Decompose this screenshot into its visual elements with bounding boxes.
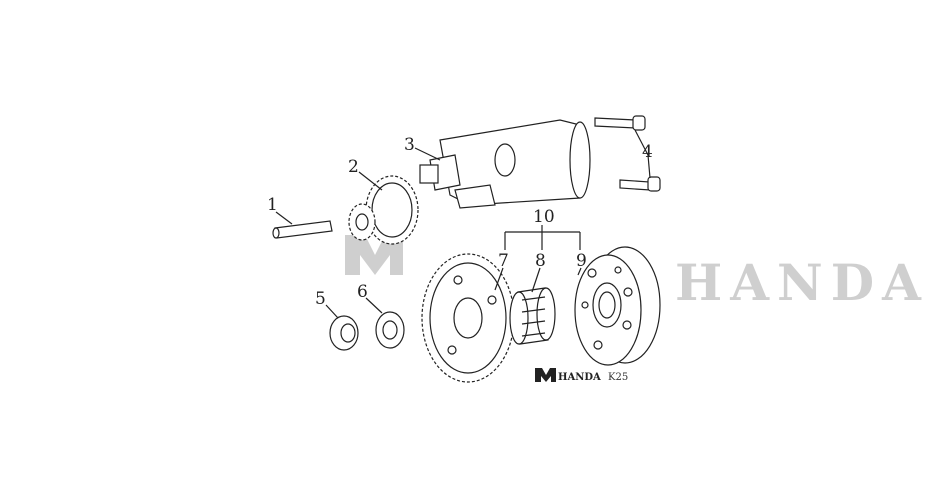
part-2-idle-gear	[348, 171, 419, 245]
part-1-pin	[272, 211, 333, 239]
callout-7: 7	[498, 251, 509, 271]
callout-2: 2	[348, 157, 359, 177]
logo-brand: HANDA	[558, 372, 601, 383]
part-5-nut	[325, 304, 359, 351]
callout-9: 9	[576, 251, 587, 271]
callout-4: 4	[642, 142, 653, 162]
watermark-emblem	[345, 235, 403, 275]
leader-lines	[494, 225, 582, 293]
callout-10: 10	[533, 207, 555, 227]
part-7-starter-gear	[421, 253, 515, 383]
brand-logo: HANDA K25	[535, 368, 628, 383]
callout-5: 5	[315, 289, 326, 309]
callout-1: 1	[267, 195, 278, 215]
callout-3: 3	[404, 135, 415, 155]
callout-6: 6	[357, 282, 368, 302]
part-6-washer	[365, 297, 405, 349]
watermark-text: HANDA	[675, 253, 929, 312]
part-3-starter-motor	[414, 119, 591, 209]
part-4-bolts	[594, 115, 661, 192]
part-8-needle-bearing	[509, 287, 556, 345]
logo-model: K25	[608, 372, 628, 383]
callout-8: 8	[535, 251, 546, 271]
part-9-one-way-clutch	[574, 246, 661, 366]
